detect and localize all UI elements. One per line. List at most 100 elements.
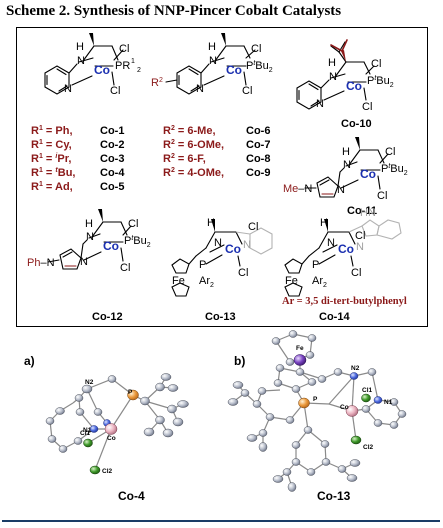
ellipsoid <box>303 426 313 434</box>
structure-co12-atoms: H N Co Cl PtBu2 N Cl Ph–N Co-12 <box>27 218 151 323</box>
atom-cl2: Cl <box>362 101 372 113</box>
ellipsoid-p <box>127 389 139 401</box>
ellipsoid <box>55 407 65 415</box>
atom-p: PtBu2 <box>381 163 408 177</box>
ellipsoid <box>252 400 262 408</box>
ellipsoid <box>177 400 189 408</box>
ellipsoid <box>291 458 301 466</box>
atom-p: PR <box>115 60 130 72</box>
ellipsoid <box>291 385 301 393</box>
ellipsoid <box>306 468 316 476</box>
ellipsoid <box>389 398 399 406</box>
structure-co6-9 <box>165 33 256 95</box>
ellipsoid <box>155 382 165 392</box>
atom-co: Co <box>338 242 354 256</box>
atom-label: N1 <box>83 427 92 434</box>
r1-label: Co-5 <box>100 181 124 193</box>
r2-list: R2 = 6-Me, Co-6 R2 = 6-OMe, Co-7 R2 = 6-… <box>163 125 270 179</box>
ellipsoid <box>333 368 343 376</box>
ellipsoid <box>232 381 244 389</box>
phenyl-substituent: Ph–N <box>27 257 55 269</box>
atom-n: N <box>209 55 217 67</box>
ellipsoid <box>81 384 93 394</box>
compound-label: Co-11 <box>347 205 377 217</box>
structure-co10 <box>296 41 375 110</box>
atom-cl1: Cl <box>119 43 129 55</box>
ellipsoid <box>397 410 407 418</box>
atom-cl2: Cl <box>110 85 120 97</box>
atom-nim: N <box>337 184 345 196</box>
crystal-compound-label: Co-13 <box>317 489 351 503</box>
ellipsoid-cl <box>89 465 101 475</box>
atom-cl2: Cl <box>242 85 252 97</box>
atom-label: Co <box>340 404 349 411</box>
crystal-b-carbon-ellipsoids <box>227 330 407 492</box>
ellipsoid <box>295 368 305 376</box>
atom-cl1: Cl <box>248 221 258 233</box>
crystal-b-labels: Fe N2 P Cl1 Co N1 Cl2 <box>296 345 393 451</box>
ellipsoid <box>265 413 275 421</box>
r1-label: Co-3 <box>100 153 124 165</box>
atom-n: N <box>343 159 351 171</box>
ellipsoid-co <box>104 423 118 435</box>
ellipsoid <box>337 465 347 473</box>
atom-h: H <box>320 217 328 229</box>
structure-co11 <box>304 137 389 198</box>
ellipsoid-n <box>349 372 359 380</box>
ellipsoid <box>389 421 399 429</box>
r1-item: R1 = Ad, <box>31 181 73 193</box>
structure-co12 <box>47 209 132 270</box>
ellipsoid <box>258 429 268 437</box>
ellipsoid <box>273 379 283 387</box>
atom-co: Co <box>226 63 242 77</box>
ellipsoid <box>307 334 317 342</box>
structure-co11-atoms: H N Co Cl PtBu2 N Cl Me–N Co-11 <box>283 146 408 217</box>
atom-co: Co <box>94 63 110 77</box>
ellipsoid <box>143 427 155 437</box>
crystal-b-bonds <box>232 333 403 488</box>
atom-co: Co <box>346 79 362 93</box>
structure-co13-atoms: H N Co Cl N P Cl Fe Ar2 Co-13 <box>172 217 258 323</box>
atom-p-sup: 1 <box>131 58 135 65</box>
ellipsoid-cl <box>350 435 362 445</box>
compound-label: Co-14 <box>319 311 350 323</box>
r1-label: Co-4 <box>100 167 125 179</box>
r2-item: R2 = 6-F, <box>163 153 206 165</box>
r1-list: R1 = Ph, Co-1 R1 = Cy, Co-2 R1 = iPr, Co… <box>31 125 125 193</box>
co13-pyridine-ghost <box>235 227 273 255</box>
crystal-structure-a: N2 Cl1 N1 Co P Cl2 a) Co-4 <box>24 354 189 503</box>
atom-n: N <box>327 237 335 249</box>
atom-h: H <box>85 218 93 230</box>
panel-label: b) <box>234 354 245 368</box>
atom-label: Cl1 <box>80 430 91 437</box>
ellipsoid <box>74 394 84 402</box>
r2-item: R2 = 6-OMe, <box>163 139 224 151</box>
ellipsoid <box>258 442 268 452</box>
panel-label: a) <box>24 354 35 368</box>
structure-co10-atoms: H N Co Cl PtBu2 N Cl Co-10 <box>316 57 394 130</box>
atom-cl1: Cl <box>128 218 138 230</box>
ellipsoid <box>45 417 55 425</box>
compound-label: Co-10 <box>341 118 372 130</box>
atom-npy: N <box>64 83 72 95</box>
r1-item: R1 = tBu, <box>31 167 75 179</box>
structure-co6-9-atoms: H N Co Cl PtBu2 N Cl R2 <box>151 41 273 97</box>
ellipsoid <box>285 416 295 424</box>
atom-label: Co <box>107 435 116 442</box>
r2-item: R2 = 4-OMe, <box>163 167 224 179</box>
crystal-compound-label: Co-4 <box>118 489 145 503</box>
r1-item: R1 = Cy, <box>31 139 72 151</box>
atom-label: Cl1 <box>362 387 373 394</box>
atom-fe: Fe <box>172 275 185 287</box>
atom-n: N <box>214 237 222 249</box>
r2-label: Co-6 <box>246 125 270 137</box>
r1-label: Co-2 <box>100 139 124 151</box>
ellipsoid <box>346 474 358 482</box>
ellipsoid <box>287 482 297 492</box>
r2-item: R2 = 6-Me, <box>163 125 216 137</box>
atom-h: H <box>328 57 336 69</box>
structure-co13 <box>171 219 243 297</box>
ellipsoid <box>275 364 285 372</box>
ellipsoid <box>167 384 179 392</box>
